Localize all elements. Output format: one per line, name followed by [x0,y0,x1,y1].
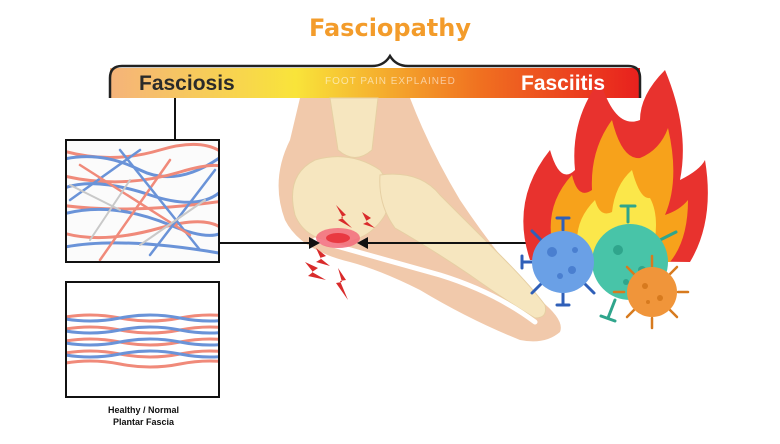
fasciosis-label: Fasciosis [139,72,235,95]
diagram-title: Fasciopathy [309,14,471,42]
spectrum-bar [110,68,640,98]
arrow-degenerate-to-heel [219,237,320,249]
flame-icon [523,70,708,262]
caption-line-2: Plantar Fascia [112,417,175,427]
healthy-fascia-caption: Healthy / Normal Plantar Fascia [66,404,221,428]
virus-icon-orange [612,254,690,330]
virus-icon-blue [520,216,596,307]
watermark: FOOT PAIN EXPLAINED [325,76,456,87]
caption-line-1: Healthy / Normal [107,405,180,415]
foot-illustration [278,97,561,342]
arrow-infection-to-heel [357,237,538,249]
degenerated-fascia-box [65,139,220,263]
bracket [108,53,642,98]
pain-bolts [305,205,375,300]
healthy-fascia-box [65,281,220,398]
fasciitis-label: Fasciitis [521,72,606,95]
